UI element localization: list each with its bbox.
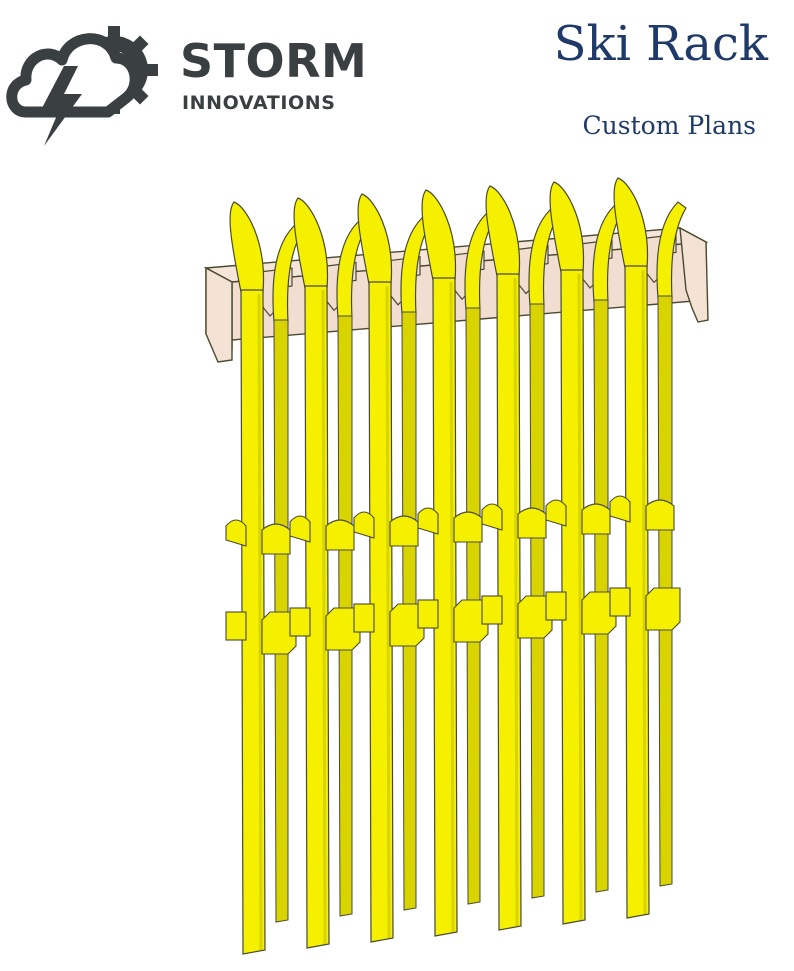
ski-tip [357,193,393,285]
holder-block-upper-left [353,511,375,539]
ski-7 [609,177,687,919]
holder-block-lower-right [325,607,361,651]
holder-block-lower-left [353,603,375,633]
ski-6 [545,181,623,925]
document-subtitle: Custom Plans [582,111,756,140]
ski-tip [229,201,265,293]
holder-block-lower-right [645,587,681,631]
ski-edge [257,293,263,951]
holder-block-lower-right [581,591,617,635]
ski-tip [293,197,329,289]
holder-block-upper-left [609,495,631,523]
holder-block-lower-right [517,595,553,639]
ski-5 [481,185,559,931]
ski-tip [421,189,457,281]
ski-edge [513,277,519,927]
document-title: Ski Rack [553,16,768,72]
ski-tip [613,177,649,269]
holder-block-lower-left [225,611,247,641]
holder-block-upper-right [517,507,547,539]
holder-block-upper-right [453,511,483,543]
ski-pair-tip [656,201,687,299]
holder-block-lower-left [481,595,503,625]
holder-block-upper-left [481,503,503,531]
storm-cloud-gear-lightning-icon [6,26,158,146]
ski-3 [353,193,431,943]
ski-edge [577,273,583,921]
holder-block-lower-right [389,603,425,647]
ski-1 [225,201,303,955]
ski-edge [449,281,455,933]
ski-edge [641,269,647,915]
skis [225,177,687,955]
holder-block-upper-left [289,515,311,543]
holder-block-lower-left [417,599,439,629]
storm-innovations-logo: STORM INNOVATIONS [4,8,384,148]
holder-block-upper-right [645,499,675,531]
holder-block-upper-left [225,519,247,547]
holder-block-upper-right [581,503,611,535]
holder-block-upper-right [325,519,355,551]
holder-block-upper-left [545,499,567,527]
ski-tip [549,181,585,273]
ski-4 [417,189,495,937]
ski-edge [321,289,327,945]
holder-block-lower-left [609,587,631,617]
holder-block-lower-right [453,599,489,643]
holder-block-upper-right [389,515,419,547]
holder-block-lower-left [545,591,567,621]
ski-edge [385,285,391,939]
holder-block-lower-left [289,607,311,637]
holder-block-lower-right [261,611,297,655]
ski-2 [289,197,367,949]
holder-block-upper-left [417,507,439,535]
holder-block-upper-right [261,523,291,555]
ski-tip [485,185,521,277]
brand-name: STORM [180,34,368,88]
brand-subtitle: INNOVATIONS [182,92,336,114]
ski-rack-illustration [203,177,709,955]
